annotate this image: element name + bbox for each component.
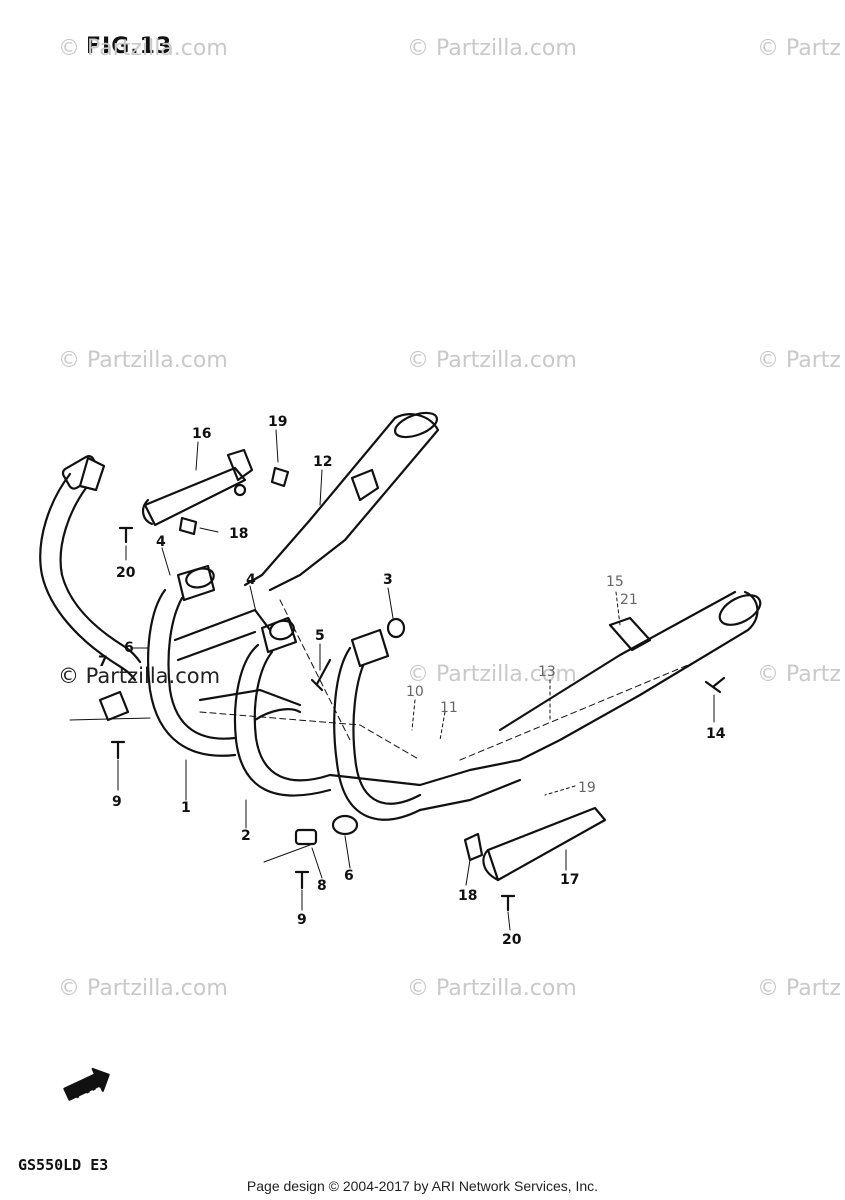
muffler-12[interactable] <box>243 408 440 592</box>
collector-pipe[interactable] <box>173 608 522 812</box>
watermark: © Partzilla.com <box>407 976 577 1001</box>
callout-9: 9 <box>297 912 307 928</box>
callout-9: 9 <box>112 794 122 810</box>
gasket-7-left[interactable] <box>98 690 130 722</box>
callout-11: 11 <box>440 700 458 716</box>
bolt-14[interactable] <box>704 676 726 694</box>
callout-20: 20 <box>116 565 136 581</box>
callout-19: 19 <box>268 414 287 430</box>
watermark: © Partzilla.com <box>58 664 221 688</box>
clip-18[interactable] <box>178 516 198 536</box>
callout-2: 2 <box>241 828 251 844</box>
watermark: © Partzilla.com <box>407 662 577 687</box>
exhaust-pipe-3-side[interactable] <box>333 628 422 821</box>
sleeve-6[interactable] <box>331 814 359 836</box>
exhaust-pipe-7[interactable] <box>39 454 142 682</box>
callout-14: 14 <box>706 726 726 742</box>
clamp-8[interactable] <box>294 828 318 846</box>
figure-title: FIG.13 <box>86 34 173 59</box>
watermark: © Partzilla.com <box>58 976 228 1001</box>
muffler-13[interactable] <box>498 589 765 762</box>
bolt-20-upper[interactable] <box>118 526 134 544</box>
bolt-9-bottom[interactable] <box>294 870 310 890</box>
watermark: © Partzilla.com <box>407 348 577 373</box>
fwd-arrow-icon <box>63 1067 110 1101</box>
heat-shield-16[interactable] <box>142 448 254 527</box>
callout-20: 20 <box>502 932 522 948</box>
bolt-9-left[interactable] <box>110 740 126 760</box>
page-footer: Page design © 2004-2017 by ARI Network S… <box>246 1178 599 1194</box>
callout-21: 21 <box>620 592 638 608</box>
callout-4: 4 <box>156 534 166 550</box>
watermark: © Partz <box>757 662 841 687</box>
watermark: © Partzilla.com <box>407 36 577 61</box>
leader-lines <box>69 429 715 931</box>
clip-19[interactable] <box>270 466 290 488</box>
callout-16: 16 <box>192 426 211 442</box>
watermark: © Partzilla.com <box>58 36 228 61</box>
callout-12: 12 <box>313 454 332 470</box>
callout-8: 8 <box>317 878 327 894</box>
watermark: © Partz <box>757 348 841 373</box>
exhaust-pipe-1[interactable] <box>147 564 237 757</box>
callout-5: 5 <box>315 628 325 644</box>
callout-1: 1 <box>181 800 191 816</box>
callout-10: 10 <box>406 684 424 700</box>
watermark: © Partz <box>757 36 841 61</box>
heat-shield-17[interactable] <box>463 806 607 882</box>
callout-17: 17 <box>560 872 579 888</box>
callout-7: 7 <box>98 654 108 670</box>
callout-3: 3 <box>383 572 393 588</box>
callout-6: 6 <box>124 640 134 656</box>
gasket-3[interactable] <box>386 617 406 639</box>
callout-13: 13 <box>538 664 556 680</box>
watermark: © Partz <box>757 976 841 1001</box>
bolt-20-lower[interactable] <box>500 894 516 912</box>
model-code: GS550LD E3 <box>18 1156 109 1174</box>
callout-19: 19 <box>578 780 596 796</box>
callout-18: 18 <box>229 526 248 542</box>
watermark: © Partzilla.com <box>58 348 228 373</box>
callout-18: 18 <box>458 888 477 904</box>
bolt-5[interactable] <box>310 658 332 692</box>
callout-6: 6 <box>344 868 354 884</box>
callout-4: 4 <box>246 572 256 588</box>
callout-15: 15 <box>606 574 624 590</box>
exhaust-pipe-2[interactable] <box>233 616 332 797</box>
